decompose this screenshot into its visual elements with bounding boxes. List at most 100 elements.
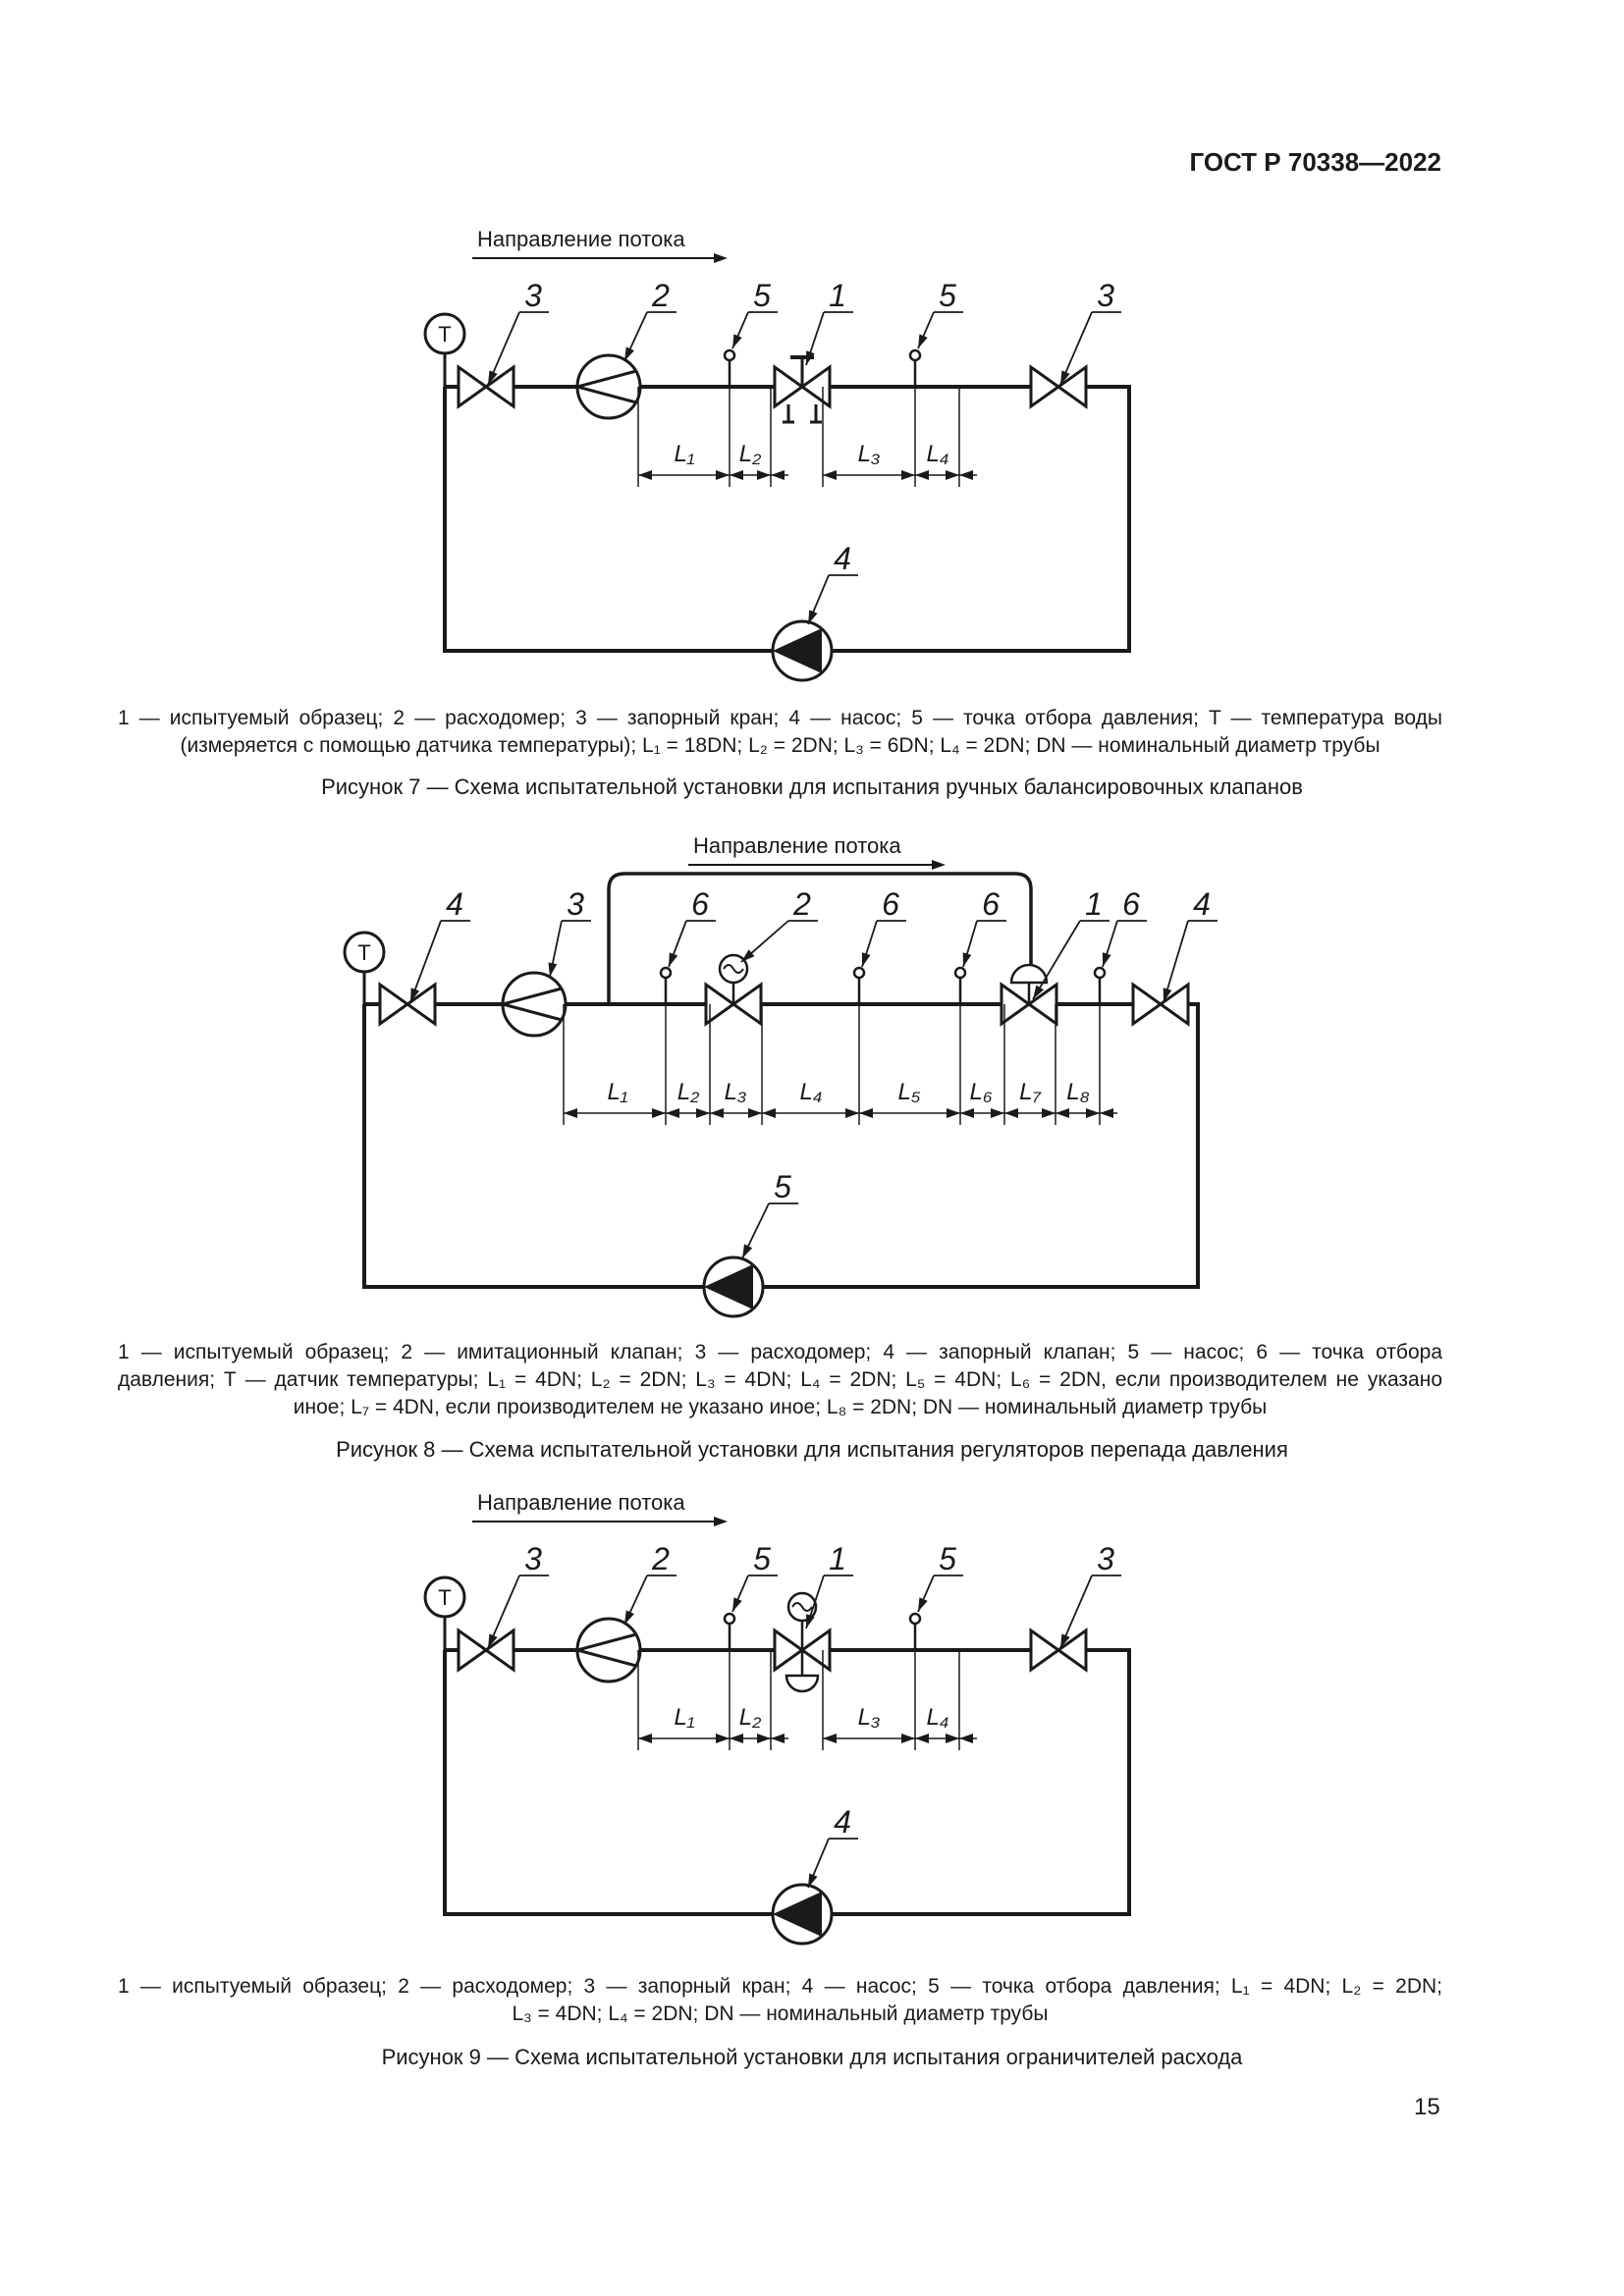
legend-line: L₃ = 4DN; L₄ = 2DN; DN — номинальный диа… [512,2002,1049,2025]
dimension-arrow [762,1108,776,1118]
callout-arrowhead [861,952,871,967]
dimension-arrow [960,1108,974,1118]
callout-arrowhead [1060,1633,1070,1648]
valve-icon [378,982,437,1027]
callout-number: 5 [753,278,771,313]
legend-line: (измеряется с помощью датчика температур… [180,734,1380,757]
dimension-label: L₁ [675,441,695,467]
document-id: ГОСТ Р 70338—2022 [1189,147,1441,177]
shutoff-valve-outlet [1131,982,1190,1027]
dimension-label: L₅ [898,1079,921,1105]
callout-number: 3 [524,1541,542,1576]
callout-number: 4 [834,1804,851,1840]
dimension-label: L₂ [739,1704,762,1731]
temperature-sensor: T [423,312,466,387]
dimension-arrow [1100,1108,1113,1118]
dimension-arrow [901,1734,915,1743]
dimension-arrow [564,1108,577,1118]
callout-arrowhead [808,610,818,624]
dimension-label: L₈ [1066,1079,1089,1105]
dimension-label: L₂ [739,441,762,467]
dimension-arrow [1042,1108,1056,1118]
valve-icon [1029,1628,1088,1673]
callout-arrowhead [548,962,558,977]
flowmeter-icon [575,353,642,420]
callout: 5 [731,1541,778,1613]
imitation-valve [704,953,763,1027]
impulse-line [607,872,1033,1004]
dimension-label: L₃ [858,1704,881,1731]
pressure-tap [659,966,673,1004]
pump-triangle [773,628,822,673]
callout-arrowhead [741,949,755,962]
actuator-dome-icon [785,1674,820,1693]
flowmeter-icon [501,971,568,1038]
shutoff-valve-outlet [1029,1628,1088,1673]
callout-number: 2 [651,1541,670,1576]
legend-line: давления; Т — датчик температуры; L₁ = 4… [118,1368,1442,1391]
temperature-sensor: T [343,931,386,1004]
pressure-tap-icon [953,966,967,980]
pressure-tap [723,1612,736,1650]
dimension-arrow [730,1734,743,1743]
callout-arrowhead [808,1873,818,1888]
callout: 5 [917,278,963,349]
pump [771,619,834,682]
callout-arrowhead [1163,988,1172,1002]
figure-9-legend: 1 — испытуемый образец; 2 — расходомер; … [118,1973,1442,2028]
shutoff-valve-inlet [457,364,515,409]
dimension-label: L₆ [969,1079,992,1105]
pipe-loop [443,1648,1131,1916]
pressure-tap-icon [659,966,673,980]
flow-direction-label: Направление потока [477,227,685,251]
dimension-arrow [959,1734,973,1743]
callout: 1 [805,1541,853,1629]
callout-number: 1 [1085,886,1103,922]
callout-number: 1 [829,278,846,313]
dimension-arrow [652,1108,666,1118]
callout-arrowhead [1060,370,1070,385]
dimension-arrow [915,1734,929,1743]
callout-number: 3 [1097,278,1114,313]
figure-9-caption: Рисунок 9 — Схема испытательной установк… [381,2045,1243,2069]
legend-line: 1 — испытуемый образец; 2 — расходомер; … [118,1975,1442,1998]
flow-arrow-head [714,1517,728,1526]
dimension-label: L₄ [800,1079,823,1105]
pump [771,1883,834,1946]
callout-arrowhead [732,1597,742,1612]
callout: 4 [807,1804,858,1889]
dimension-arrow [823,470,837,480]
callout-arrowhead [732,334,742,348]
callout-number: 4 [446,886,463,922]
valve-icon [457,1628,515,1673]
flowmeter [497,971,568,1038]
dimension-label: L₄ [927,441,949,467]
callout-number: 6 [691,886,709,922]
flow-direction: Направление потока [472,227,728,263]
callout: 6 [861,886,906,968]
callout-arrowhead [1033,985,1045,999]
callout-leader [1032,920,1081,1000]
callout: 3 [1059,1541,1121,1649]
callout-arrowhead [410,988,420,1002]
callout-arrowhead [742,1244,753,1258]
callout-number: 4 [834,541,851,576]
diaphragm-actuator-icon [1009,963,1049,985]
dimension-arrow [901,470,915,480]
dimension-arrow [859,1108,873,1118]
pipe-loop-line [443,385,1131,653]
callout-number: 2 [792,886,811,922]
pipe-loop [362,872,1200,1289]
pressure-tap [1093,966,1107,1004]
dimension-arrow [638,1734,652,1743]
pipe-loop [443,385,1131,653]
dimension-arrow [1004,1108,1018,1118]
dimension-arrow [959,470,973,480]
callout-arrowhead [669,952,678,967]
dimension-label: L₁ [608,1079,628,1105]
dimension-label: L₃ [858,441,881,467]
dimension-label: L₁ [675,1704,695,1731]
callout-number: 3 [1097,1541,1114,1576]
flowmeter-chevron [571,1632,637,1668]
